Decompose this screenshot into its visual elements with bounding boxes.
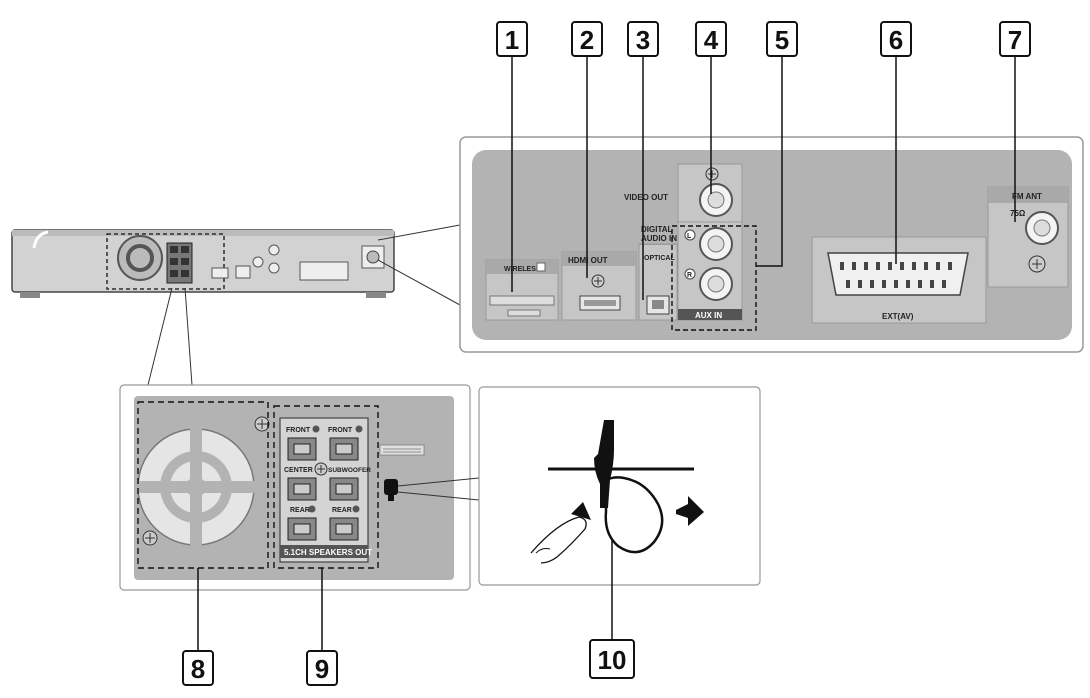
svg-text:AUX IN: AUX IN — [695, 311, 722, 320]
wireless-port: WIRELESS — [485, 259, 559, 321]
svg-text:EXT(AV): EXT(AV) — [882, 312, 914, 321]
callout-4: 4 — [695, 21, 727, 57]
svg-text:R: R — [687, 272, 692, 279]
callout-3: 3 — [627, 21, 659, 57]
svg-text:L: L — [687, 233, 692, 240]
svg-text:FRONT: FRONT — [328, 427, 353, 434]
svg-text:FM ANT: FM ANT — [1012, 192, 1042, 201]
svg-text:REAR: REAR — [332, 507, 352, 514]
speaker-panel-zoom: FRONT FRONT CENTER SUBWOOFER REAR REAR — [119, 384, 471, 591]
svg-text:3: 3 — [636, 25, 650, 55]
unit-rear-view — [11, 229, 395, 298]
rear-panel-zoom: WIRELESS HDMI OUT DIGITAL AUDIO IN OPTIC… — [459, 56, 1084, 353]
svg-text:OPTICAL: OPTICAL — [644, 255, 675, 262]
svg-text:WIRELESS: WIRELESS — [504, 266, 541, 273]
callout-5: 5 — [766, 21, 798, 57]
svg-text:10: 10 — [598, 645, 627, 675]
hdmi-out-port: HDMI OUT — [561, 251, 637, 321]
svg-text:75Ω: 75Ω — [1010, 209, 1026, 218]
svg-text:2: 2 — [580, 25, 594, 55]
svg-text:AUDIO IN: AUDIO IN — [641, 234, 677, 243]
svg-text:SUBWOOFER: SUBWOOFER — [328, 467, 371, 474]
svg-text:6: 6 — [889, 25, 903, 55]
callout-6: 6 — [880, 21, 912, 57]
cooling-fan-icon — [134, 416, 270, 549]
svg-text:7: 7 — [1008, 25, 1022, 55]
fm-antenna-port: FM ANT 75Ω — [987, 186, 1069, 288]
svg-text:HDMI OUT: HDMI OUT — [568, 256, 608, 265]
callout-8: 8 — [182, 650, 214, 686]
svg-text:CENTER: CENTER — [284, 467, 313, 474]
aux-in-ports: L R AUX IN — [671, 221, 757, 331]
svg-text:VIDEO OUT: VIDEO OUT — [624, 193, 668, 202]
callout-10: 10 — [589, 639, 635, 679]
svg-text:DIGITAL: DIGITAL — [641, 225, 673, 234]
svg-text:FRONT: FRONT — [286, 427, 311, 434]
svg-text:5: 5 — [775, 25, 789, 55]
optical-port: DIGITAL AUDIO IN OPTICAL — [638, 225, 678, 321]
callout-1: 1 — [496, 21, 528, 57]
cable-clip — [384, 479, 398, 501]
svg-text:9: 9 — [315, 654, 329, 684]
clip-detail-zoom — [478, 386, 761, 586]
svg-text:1: 1 — [505, 25, 519, 55]
svg-text:8: 8 — [191, 654, 205, 684]
callout-2: 2 — [571, 21, 603, 57]
callout-9: 9 — [306, 650, 338, 686]
callout-7: 7 — [999, 21, 1031, 57]
svg-text:5.1CH SPEAKERS OUT: 5.1CH SPEAKERS OUT — [284, 548, 372, 557]
svg-text:4: 4 — [704, 25, 719, 55]
svg-text:REAR: REAR — [290, 507, 310, 514]
ext-av-port: EXT(AV) — [811, 236, 987, 324]
speaker-terminals: FRONT FRONT CENTER SUBWOOFER REAR REAR — [279, 417, 425, 563]
video-out-port: VIDEO OUT — [624, 163, 743, 223]
